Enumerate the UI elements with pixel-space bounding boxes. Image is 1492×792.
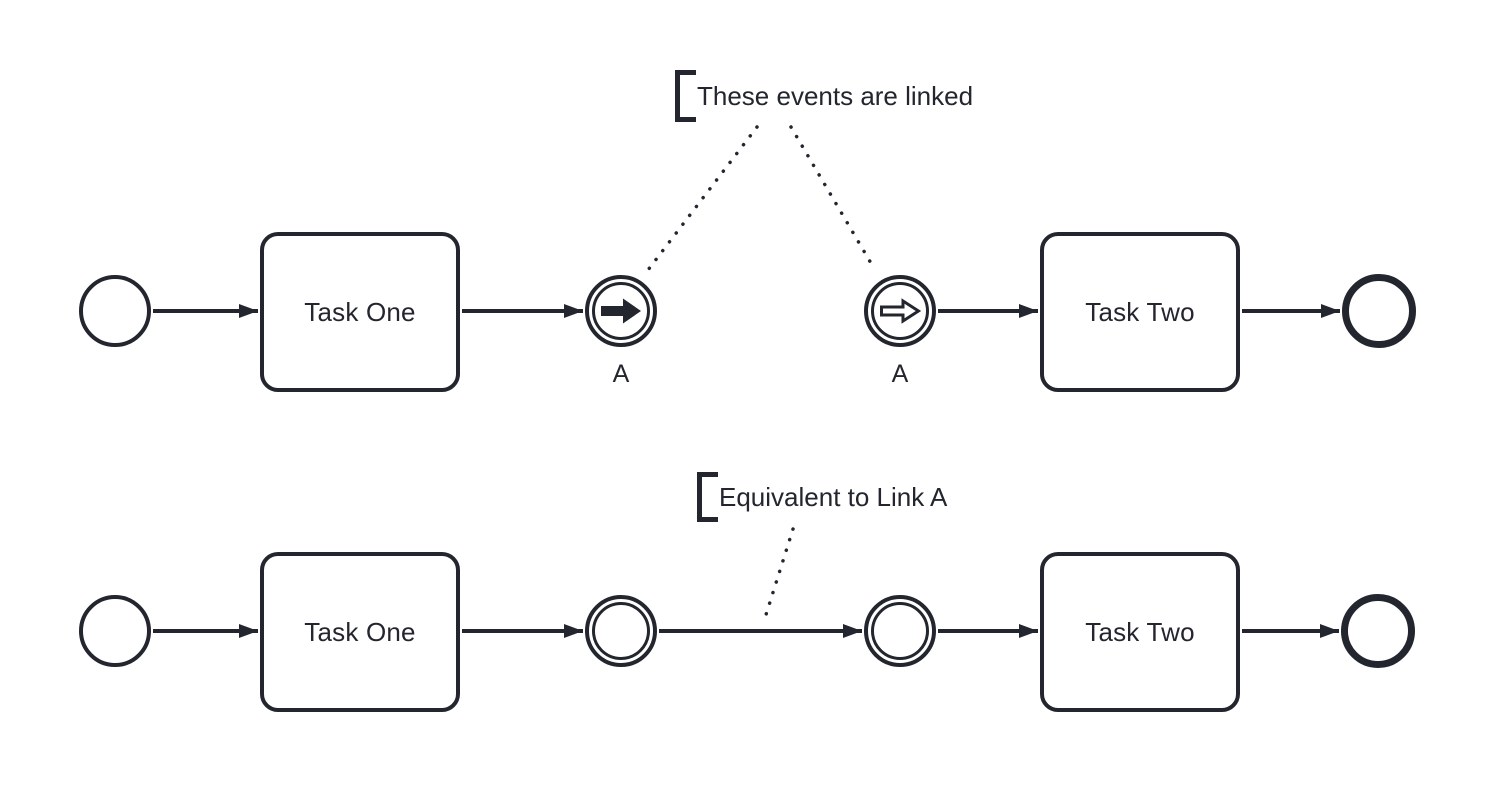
task-label: Task Two [1085, 616, 1195, 647]
end-event-row2 [1341, 594, 1415, 668]
start-event-row2 [79, 595, 151, 667]
link-catch-label: A [891, 360, 909, 388]
task-label: Task One [304, 616, 416, 647]
annotation-associations [646, 125, 877, 623]
event-inner-ring [592, 282, 650, 340]
annotation-text: These events are linked [697, 80, 974, 111]
link-throw-icon [601, 298, 641, 324]
annotation-equivalent: Equivalent to Link A [697, 472, 947, 522]
link-catch-event [864, 275, 936, 347]
intermediate-event-left [585, 595, 657, 667]
annotation-text: Equivalent to Link A [719, 481, 948, 512]
task-one-row2: Task One [260, 552, 460, 712]
link-throw-event [585, 275, 657, 347]
annotation-bracket [675, 70, 696, 122]
annotation-linked: These events are linked [675, 70, 973, 122]
event-inner-ring [871, 602, 929, 660]
task-two-row1: Task Two [1040, 232, 1240, 392]
task-label: Task One [304, 296, 416, 327]
event-inner-ring [592, 602, 650, 660]
task-label: Task Two [1085, 296, 1195, 327]
link-catch-icon [880, 298, 921, 324]
annotation-bracket [697, 472, 718, 522]
task-one-row1: Task One [260, 232, 460, 392]
link-throw-label: A [612, 360, 630, 388]
event-inner-ring [871, 282, 929, 340]
end-event-row1 [1342, 274, 1416, 348]
start-event-row1 [79, 275, 151, 347]
task-two-row2: Task Two [1040, 552, 1240, 712]
intermediate-event-right [864, 595, 936, 667]
